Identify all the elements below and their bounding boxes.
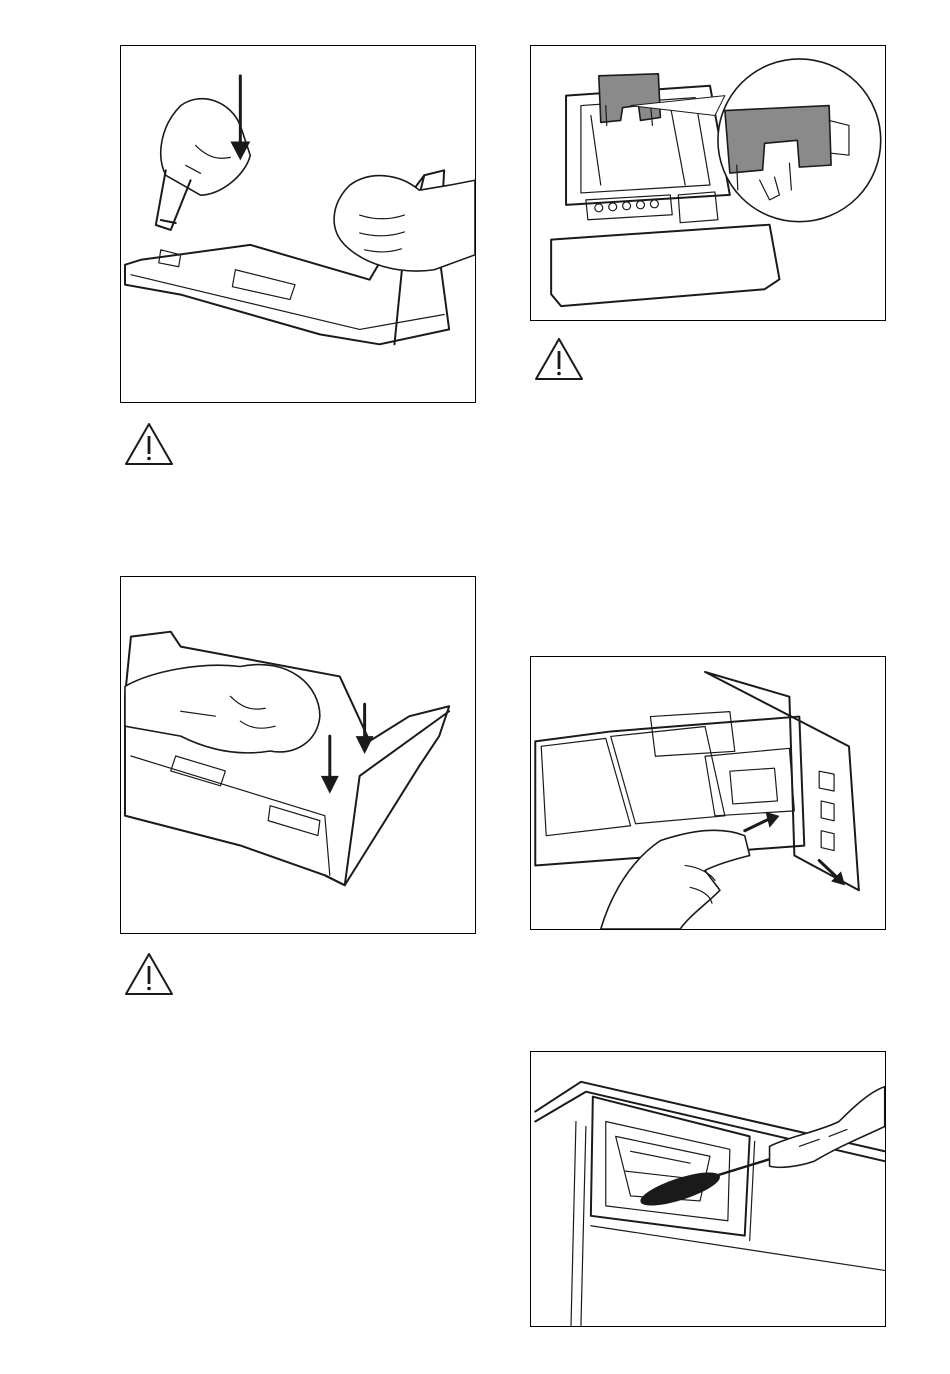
remove-dispenser-illustration [531, 657, 885, 929]
warning-icon-2 [534, 337, 584, 381]
figure-clean-recess [530, 1051, 886, 1327]
push-siphon-illustration [121, 577, 475, 933]
warning-triangle-icon [124, 952, 174, 996]
figure-push-siphon-down [120, 576, 476, 934]
figure-remove-dispenser [530, 656, 886, 930]
warning-triangle-icon [124, 422, 174, 466]
warning-triangle-icon [534, 337, 584, 381]
warning-icon-3 [124, 952, 174, 996]
siphon-detail-illustration [531, 46, 885, 320]
clean-recess-illustration [531, 1052, 885, 1326]
figure-siphon-detail [530, 45, 886, 321]
insert-siphon-illustration [121, 46, 475, 402]
warning-icon-1 [124, 422, 174, 466]
figure-insert-siphon [120, 45, 476, 403]
